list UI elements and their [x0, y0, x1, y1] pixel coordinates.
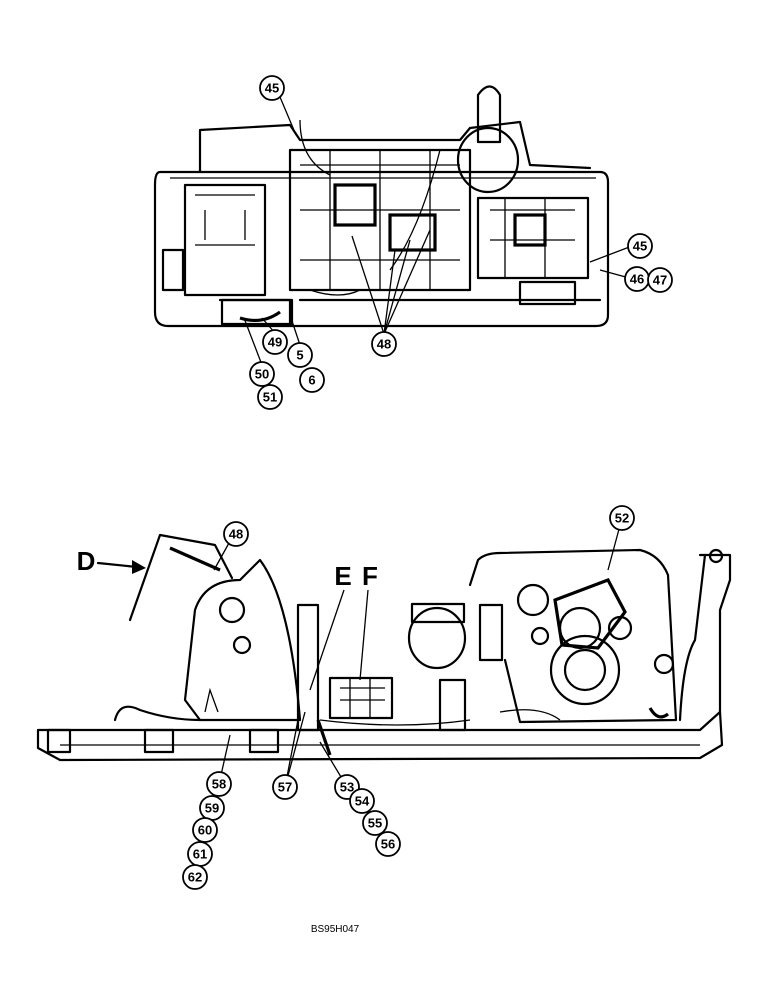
callout-60: 60	[192, 817, 218, 843]
callout-45-top: 45	[259, 75, 285, 101]
callout-47: 47	[647, 267, 673, 293]
view-label-f: F	[362, 561, 378, 591]
callout-5: 5	[287, 342, 313, 368]
svg-text:48: 48	[229, 527, 243, 542]
callout-52: 52	[609, 505, 635, 531]
callout-55: 55	[362, 810, 388, 836]
callout-56: 56	[375, 831, 401, 857]
svg-text:53: 53	[340, 780, 354, 795]
svg-text:60: 60	[198, 823, 212, 838]
svg-text:50: 50	[255, 367, 269, 382]
svg-text:45: 45	[633, 239, 647, 254]
svg-text:49: 49	[268, 335, 282, 350]
view-pointers	[96, 560, 369, 691]
svg-text:57: 57	[278, 780, 292, 795]
callout-49: 49	[262, 329, 288, 355]
callout-58: 58	[206, 771, 232, 797]
svg-text:62: 62	[188, 870, 202, 885]
callout-54: 54	[349, 788, 375, 814]
svg-text:6: 6	[308, 373, 315, 388]
side-view-machine	[36, 533, 732, 762]
svg-text:52: 52	[615, 511, 629, 526]
callout-57: 57	[272, 774, 298, 800]
callout-45-right: 45	[627, 233, 653, 259]
svg-text:54: 54	[355, 794, 370, 809]
callout-46: 46	[624, 266, 650, 292]
callout-51: 51	[257, 384, 283, 410]
svg-text:51: 51	[263, 390, 277, 405]
svg-text:45: 45	[265, 81, 279, 96]
svg-text:47: 47	[653, 273, 667, 288]
callout-61: 61	[187, 841, 213, 867]
callout-48-bottom: 48	[223, 521, 249, 547]
bottom-leader-lines	[213, 517, 623, 788]
callout-50: 50	[249, 361, 275, 387]
view-label-e: E	[334, 561, 351, 591]
top-leader-lines	[243, 96, 634, 366]
figure-code: BS95H047	[311, 924, 360, 935]
svg-text:61: 61	[193, 847, 207, 862]
svg-text:48: 48	[377, 337, 391, 352]
top-view-machine	[153, 85, 610, 328]
callout-6: 6	[299, 367, 325, 393]
callout-62: 62	[182, 864, 208, 890]
svg-text:59: 59	[205, 801, 219, 816]
view-label-d: D	[77, 546, 96, 576]
svg-text:46: 46	[630, 272, 644, 287]
svg-text:56: 56	[381, 837, 395, 852]
svg-text:55: 55	[368, 816, 382, 831]
callout-48-top: 48	[371, 331, 397, 357]
callout-59: 59	[199, 795, 225, 821]
svg-text:58: 58	[212, 777, 226, 792]
svg-text:5: 5	[296, 348, 303, 363]
